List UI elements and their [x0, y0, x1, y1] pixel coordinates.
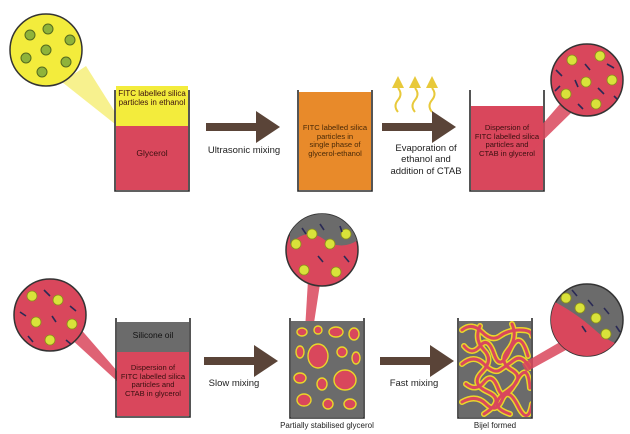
- beaker4-bottom-label: Dispersion of FITC labelled silica parti…: [120, 363, 186, 399]
- beaker-bijel: [457, 318, 533, 419]
- beaker-partially-stabilised: [289, 318, 365, 419]
- beaker-single-phase: [297, 90, 373, 192]
- arrow3-label: Slow mixing: [208, 378, 260, 389]
- arrow-ultrasonic-mixing: [206, 111, 280, 143]
- arrow2-label: Evaporation of ethanol and addition of C…: [390, 143, 462, 177]
- beaker-ethanol-glycerol: [114, 86, 190, 192]
- arrow-fast-mixing: [380, 345, 454, 377]
- arrow1-label: Ultrasonic mixing: [207, 145, 281, 156]
- beaker2-label: FITC labelled silica particles in single…: [302, 123, 368, 159]
- magnifier-ethanol-particles: [9, 13, 115, 124]
- beaker3-label: Dispersion of FITC labelled silica parti…: [474, 123, 540, 159]
- beaker-silicone-oil: [115, 318, 191, 418]
- evaporation-wavy-arrows-icon: [392, 76, 438, 113]
- magnifier-bijel-interface: [522, 283, 624, 372]
- beaker5-caption: Partially stabilised glycerol: [280, 421, 374, 430]
- magnifier-dispersion-row2: [13, 278, 118, 382]
- beaker6-caption: Bijel formed: [473, 421, 517, 430]
- arrow4-label: Fast mixing: [389, 378, 439, 389]
- beaker1-top-label: FITC labelled silica particles in ethano…: [118, 89, 186, 108]
- beaker4-top-label: Silicone oil: [132, 330, 174, 340]
- beaker1-bottom-label: Glycerol: [136, 148, 168, 158]
- arrow-evaporation: [382, 111, 456, 143]
- magnifier-dispersion: [520, 43, 624, 158]
- magnifier-partially-stabilised: [285, 213, 359, 336]
- arrow-slow-mixing: [204, 345, 278, 377]
